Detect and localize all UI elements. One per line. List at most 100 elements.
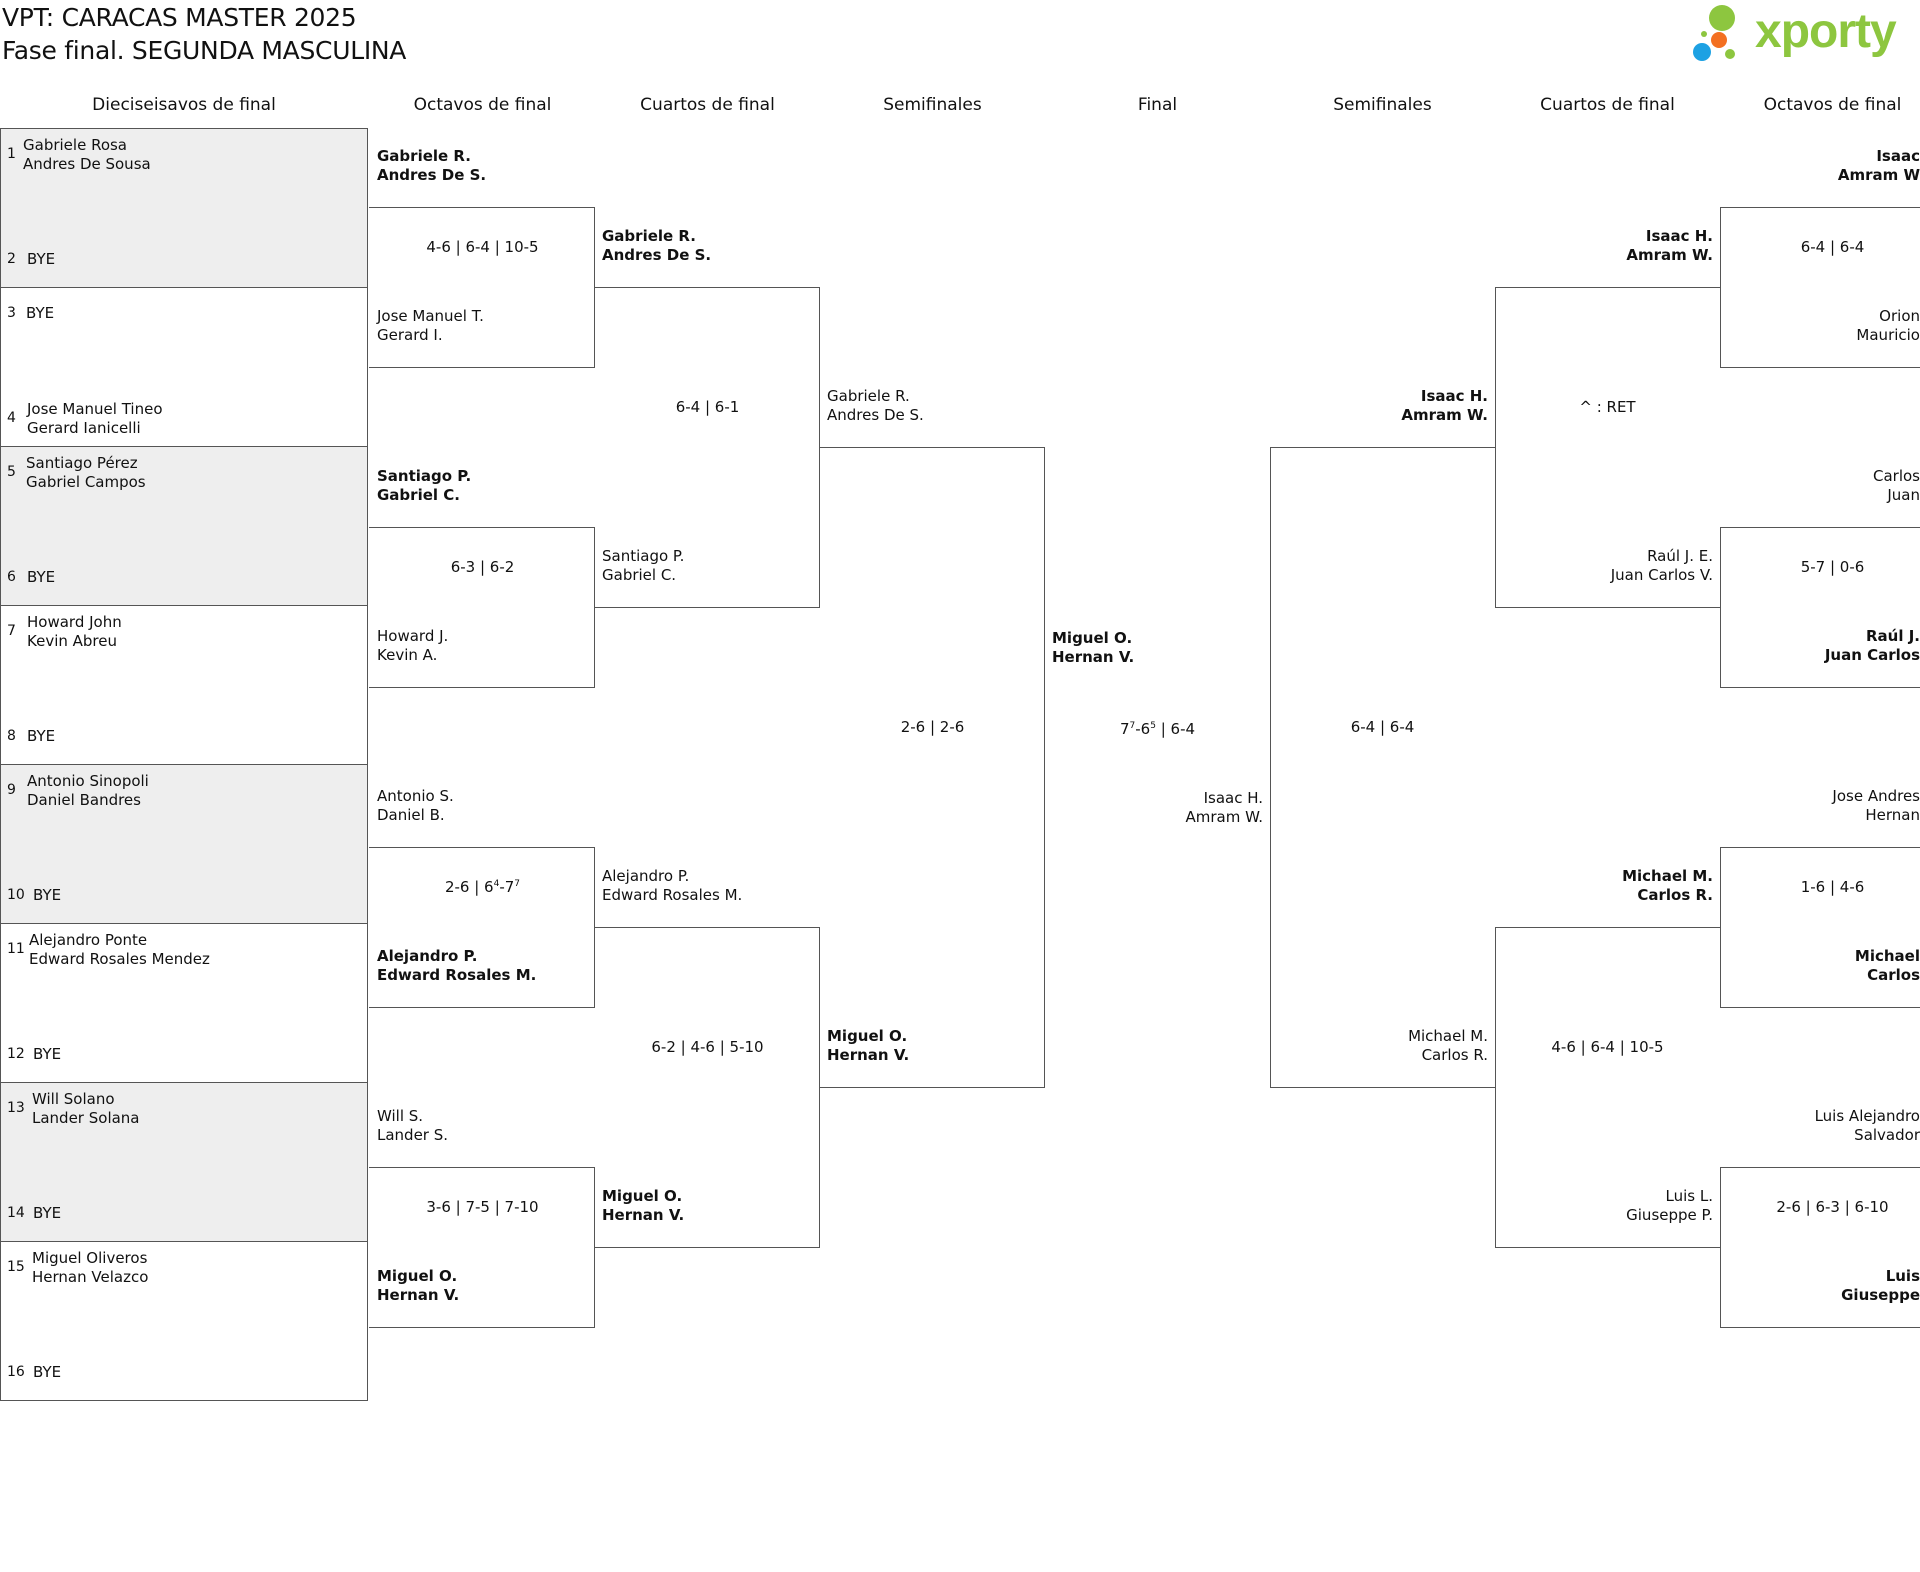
col-header-r32: Dieciseisavos de final — [92, 95, 276, 115]
player-name: Hernan Velazco — [32, 1268, 149, 1286]
team-name-winner: Alejandro P. — [377, 947, 478, 965]
bracket-line-sf-right — [1270, 447, 1496, 1088]
match-box-r32-1 — [0, 128, 368, 288]
team-name: Mauricio — [1856, 326, 1920, 344]
player-name: Alejandro Ponte — [29, 931, 148, 949]
team-name-winner: Isaac — [1876, 147, 1920, 165]
player-name: BYE — [27, 250, 56, 268]
team-name: Jose Andres — [1832, 787, 1920, 805]
final-score: 77-65 | 6-4 — [1119, 720, 1196, 738]
col-header-sf-right: Semifinales — [1333, 95, 1432, 115]
final-runnerup-name: Isaac H. — [1203, 789, 1263, 807]
team-name-winner: Luis — [1885, 1267, 1920, 1285]
col-header-r16: Octavos de final — [413, 95, 552, 115]
team-name-winner: Amram W. — [1401, 406, 1488, 424]
seed-number: 15 — [7, 1259, 25, 1275]
player-name: BYE — [33, 1363, 62, 1381]
team-name: Gabriel C. — [602, 566, 677, 584]
team-name-winner: Isaac H. — [1420, 387, 1488, 405]
team-name: Juan — [1887, 486, 1920, 504]
final-winner-name: Hernan V. — [1052, 648, 1135, 666]
team-name-winner: Giuseppe — [1841, 1286, 1920, 1304]
team-name-winner: Amram W. — [1626, 246, 1713, 264]
team-name: Daniel B. — [377, 806, 445, 824]
match-score: 2-6 | 64-77 — [444, 878, 521, 896]
page-subtitle: Fase final. SEGUNDA MASCULINA — [2, 36, 407, 65]
seed-number: 12 — [7, 1046, 25, 1062]
final-runnerup-name: Amram W. — [1185, 808, 1264, 826]
player-name: Andres De Sousa — [23, 155, 151, 173]
player-name: Jose Manuel Tineo — [27, 400, 163, 418]
seed-number: 16 — [7, 1364, 25, 1380]
team-name: Jose Manuel T. — [377, 307, 484, 325]
team-name: Raúl J. E. — [1647, 547, 1713, 565]
team-name: Edward Rosales M. — [602, 886, 743, 904]
match-score: 6-3 | 6-2 — [450, 558, 515, 576]
col-header-qf-right: Cuartos de final — [1540, 95, 1675, 115]
player-name: Daniel Bandres — [27, 791, 141, 809]
match-score: ^ : RET — [1579, 398, 1636, 416]
team-name-winner: Gabriel C. — [377, 486, 460, 504]
seed-number: 7 — [7, 623, 16, 639]
player-name: Gabriel Campos — [26, 473, 146, 491]
col-header-qf: Cuartos de final — [640, 95, 775, 115]
seed-number: 8 — [7, 728, 16, 744]
match-score: 6-4 | 6-4 — [1350, 718, 1415, 736]
team-name-winner: Andres De S. — [602, 246, 712, 264]
team-name: Luis L. — [1665, 1187, 1713, 1205]
team-name-winner: Hernan V. — [377, 1286, 460, 1304]
seed-number: 13 — [7, 1100, 25, 1116]
team-name: Giuseppe P. — [1626, 1206, 1713, 1224]
player-name: Kevin Abreu — [27, 632, 117, 650]
seed-number: 10 — [7, 887, 25, 903]
col-header-sf: Semifinales — [883, 95, 982, 115]
team-name: Salvador — [1854, 1126, 1920, 1144]
seed-number: 1 — [7, 146, 16, 162]
player-name: Edward Rosales Mendez — [29, 950, 210, 968]
match-score: 1-6 | 4-6 — [1800, 878, 1865, 896]
team-name: Carlos — [1873, 467, 1920, 485]
seed-number: 9 — [7, 782, 16, 798]
team-name: Antonio S. — [377, 787, 454, 805]
team-name-winner: Santiago P. — [377, 467, 472, 485]
team-name-winner: Miguel O. — [602, 1187, 683, 1205]
team-name: Andres De S. — [827, 406, 924, 424]
match-box-r32-5 — [0, 764, 368, 924]
team-name: Hernan — [1865, 806, 1920, 824]
bracket-line-sf — [819, 447, 1045, 1088]
team-name: Gerard I. — [377, 326, 443, 344]
player-name: BYE — [33, 1204, 62, 1222]
team-name-winner: Raúl J. — [1866, 627, 1920, 645]
match-score: 3-6 | 7-5 | 7-10 — [426, 1198, 539, 1216]
team-name-winner: Miguel O. — [377, 1267, 458, 1285]
team-name-winner: Hernan V. — [827, 1046, 910, 1064]
team-name: Will S. — [377, 1107, 424, 1125]
player-name: BYE — [33, 1045, 62, 1063]
team-name-winner: Miguel O. — [827, 1027, 908, 1045]
team-name-winner: Edward Rosales M. — [377, 966, 537, 984]
team-name-winner: Amram W — [1837, 166, 1920, 184]
team-name-winner: Michael M. — [1622, 867, 1713, 885]
team-name-winner: Juan Carlos — [1824, 646, 1920, 664]
match-box-r32-7 — [0, 1082, 368, 1242]
player-name: Gabriele Rosa — [23, 136, 127, 154]
team-name-winner: Carlos R. — [1637, 886, 1713, 904]
seed-number: 14 — [7, 1205, 25, 1221]
player-name: Miguel Oliveros — [32, 1249, 148, 1267]
team-name: Luis Alejandro — [1814, 1107, 1920, 1125]
seed-number: 4 — [7, 410, 16, 426]
player-name: Howard John — [27, 613, 122, 631]
player-name: Gerard Ianicelli — [27, 419, 141, 437]
player-name: Antonio Sinopoli — [27, 772, 149, 790]
team-name-winner: Andres De S. — [377, 166, 487, 184]
team-name-winner: Hernan V. — [602, 1206, 685, 1224]
player-name: Will Solano — [32, 1090, 115, 1108]
team-name: Alejandro P. — [602, 867, 690, 885]
team-name-winner: Isaac H. — [1645, 227, 1713, 245]
seed-number: 5 — [7, 464, 16, 480]
player-name: Santiago Pérez — [26, 454, 138, 472]
xporty-logo: xporty — [1690, 4, 1920, 68]
team-name: Michael M. — [1408, 1027, 1488, 1045]
logo-text: xporty — [1755, 5, 1897, 58]
match-box-r32-8 — [0, 1241, 368, 1401]
